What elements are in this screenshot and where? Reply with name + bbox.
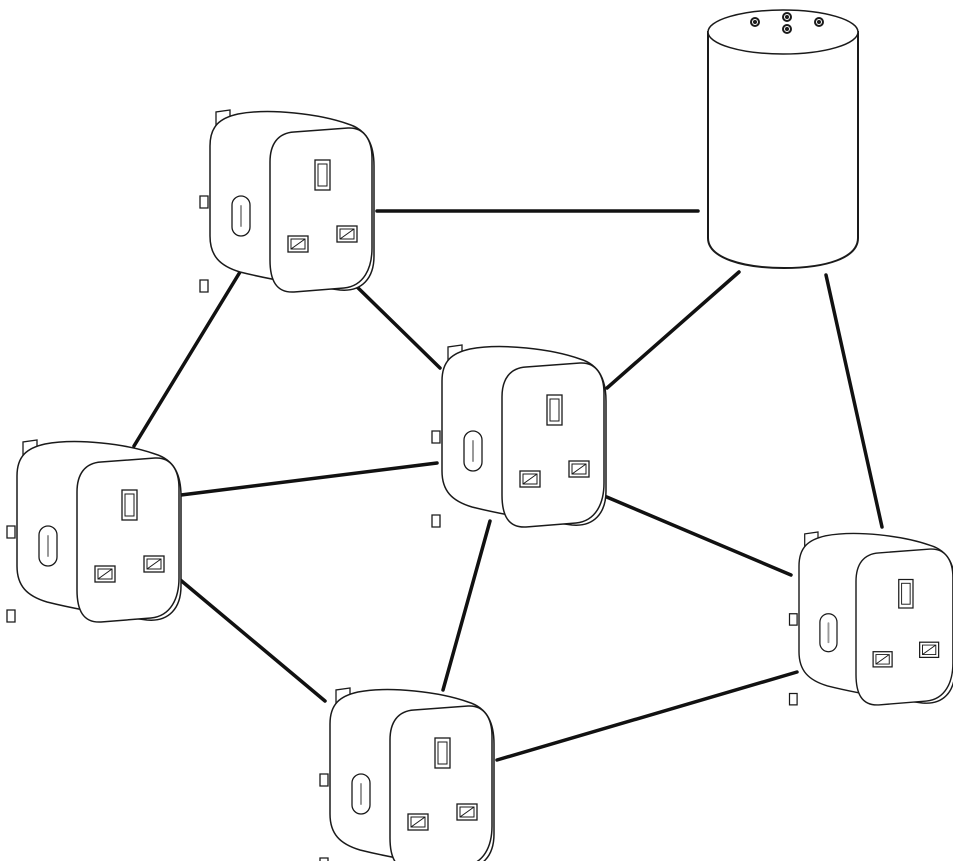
speaker-button <box>782 12 792 22</box>
speaker-button <box>750 17 760 27</box>
link-hub-plug3 <box>605 270 741 390</box>
speaker-button <box>814 17 824 27</box>
speaker-button <box>782 24 792 34</box>
smart-plug-icon <box>6 439 182 624</box>
smart-speaker-icon <box>707 9 859 270</box>
smart-plug-icon <box>199 109 375 294</box>
connection-lines <box>132 209 884 762</box>
link-plug2-plug3 <box>179 461 439 497</box>
link-plug1-plug2 <box>132 270 242 448</box>
link-plug4-plug5 <box>495 670 799 762</box>
link-plug3-plug5 <box>600 493 793 577</box>
smart-plug-icon <box>319 687 495 861</box>
link-plug1-plug3 <box>350 280 442 370</box>
link-plug3-plug4 <box>441 519 492 692</box>
smart-plug-icon <box>788 531 953 706</box>
link-hub-plug5 <box>824 273 884 529</box>
smart-plug-icon <box>431 344 607 529</box>
link-plug2-plug4 <box>176 576 327 703</box>
